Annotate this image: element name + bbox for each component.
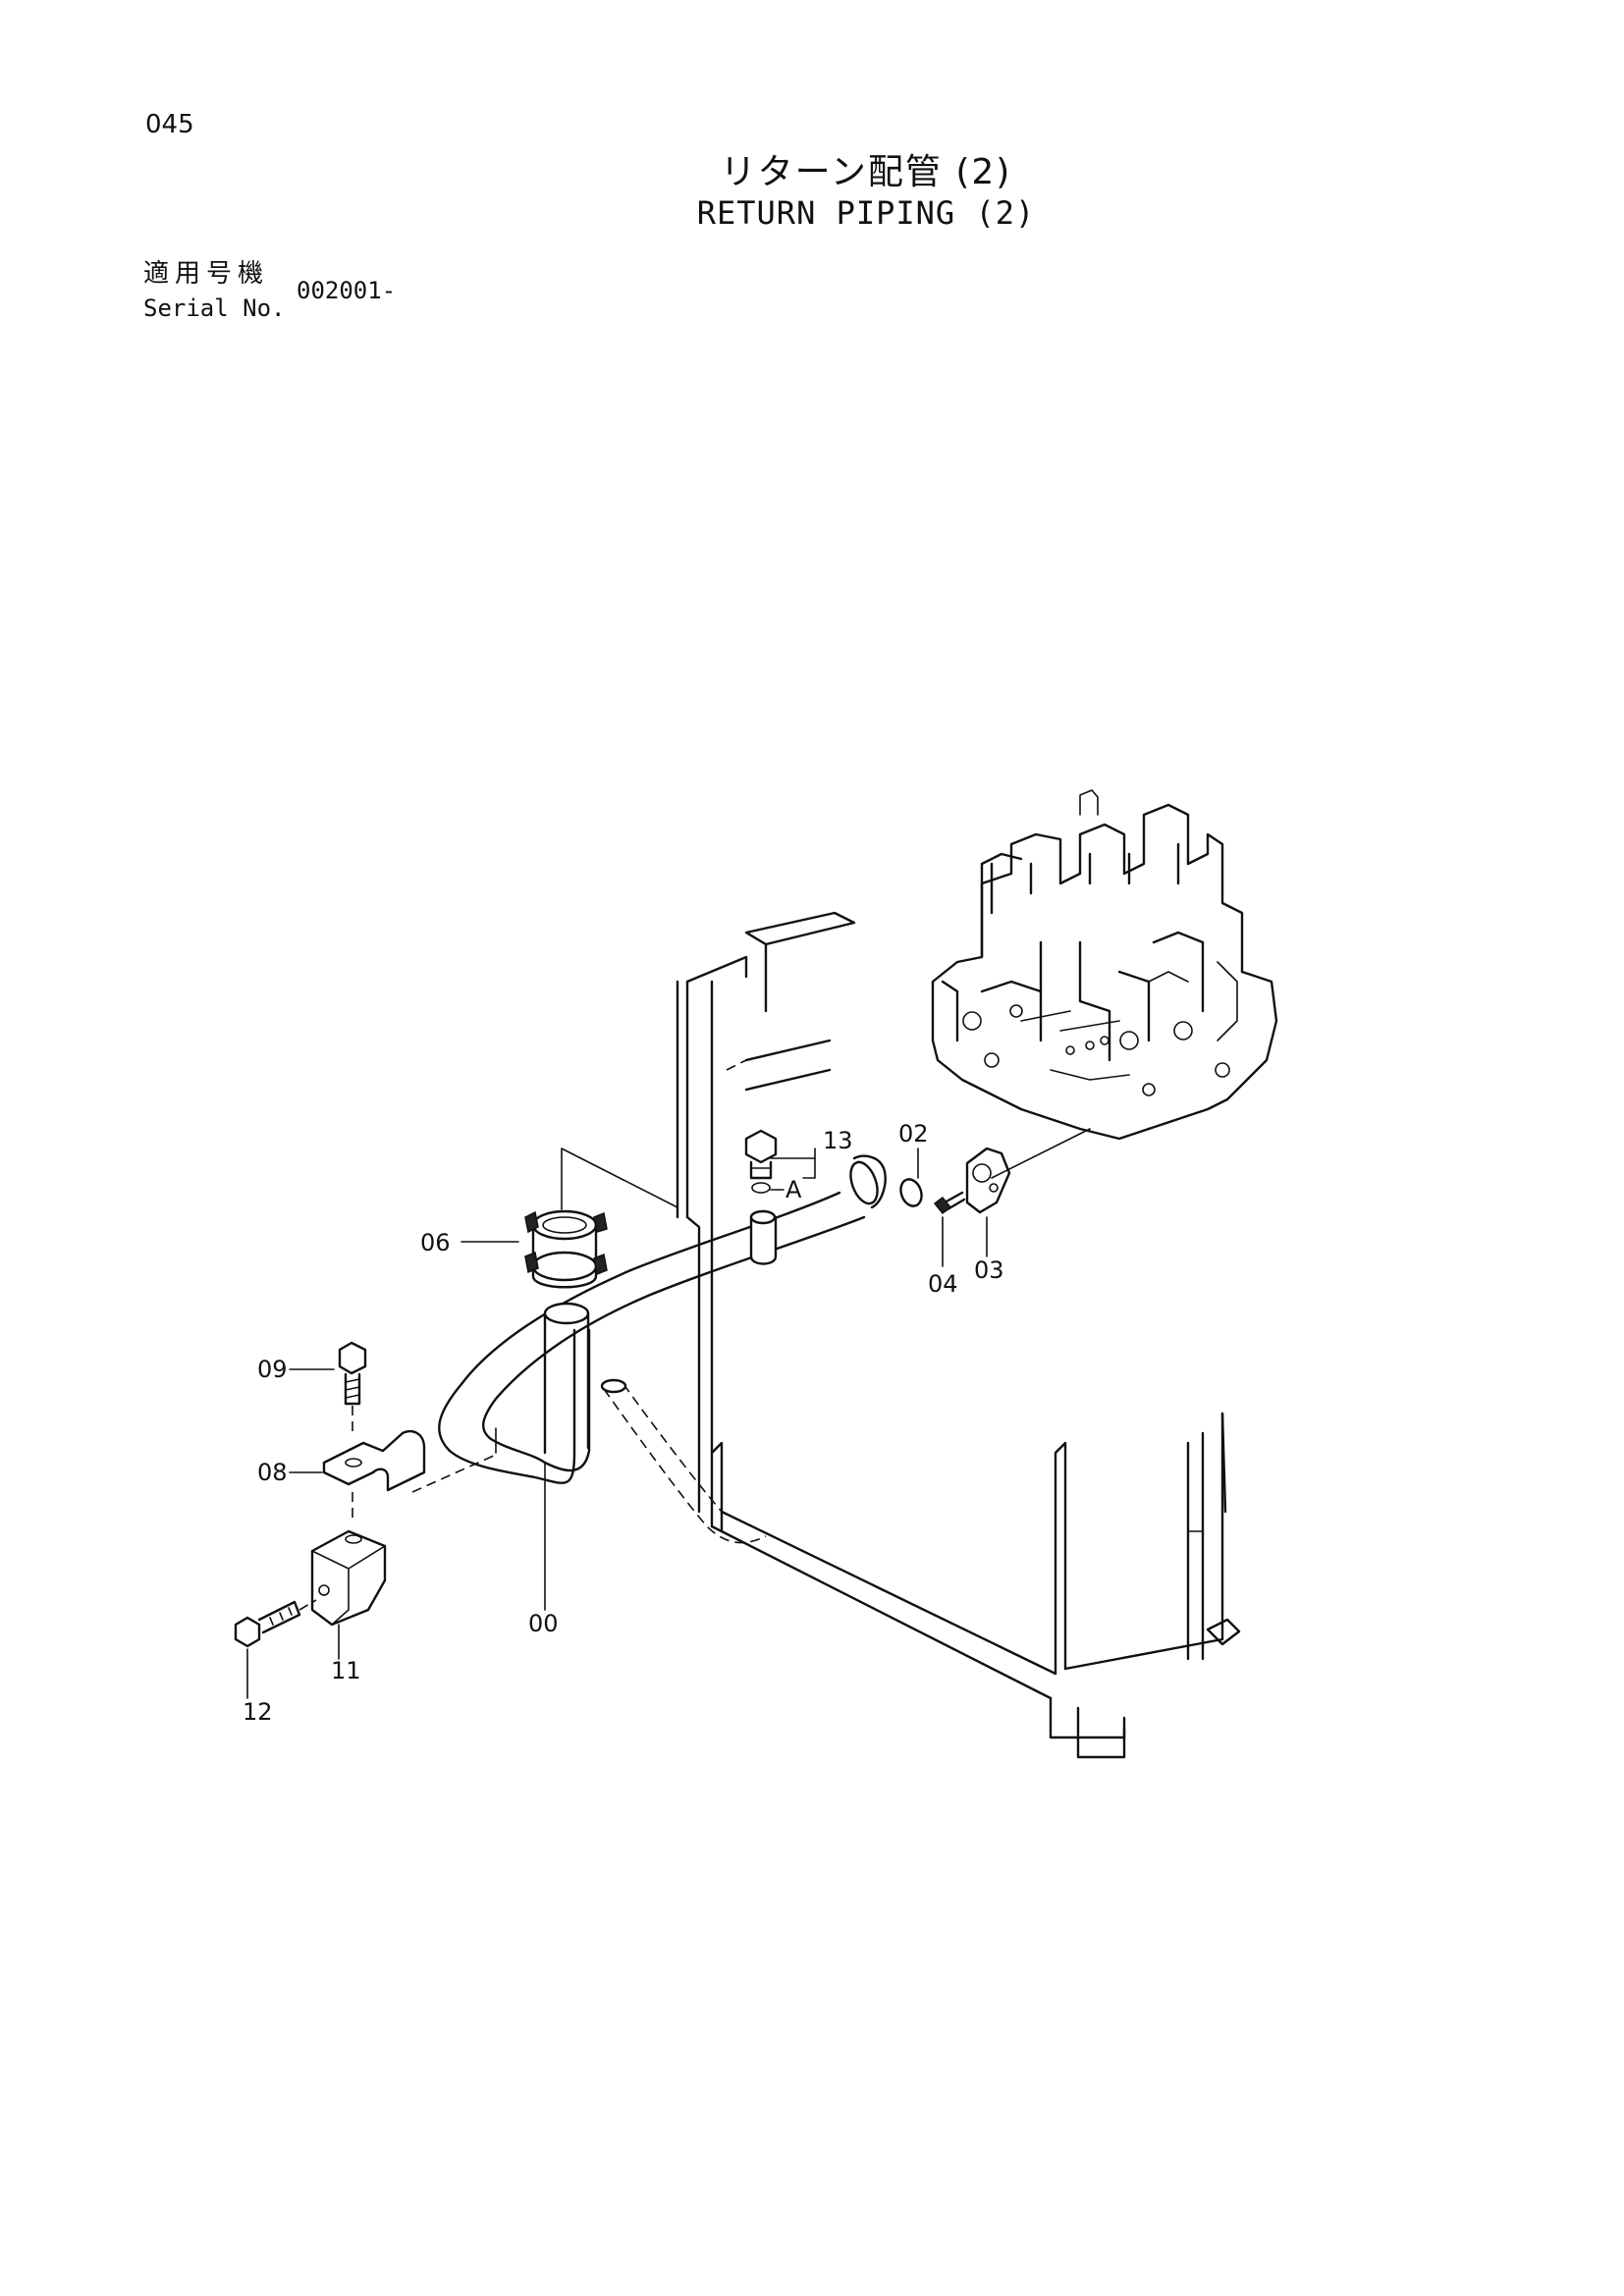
serial-number-value: 002001- (297, 277, 397, 304)
flange-03-assembly (899, 1128, 1091, 1267)
callout-02: 02 (898, 1120, 929, 1148)
clamp-08 (289, 1429, 497, 1522)
page-title-japanese: リターン配管 (2) (720, 152, 1012, 192)
callout-11: 11 (331, 1657, 361, 1684)
page-number: 045 (145, 110, 194, 139)
callout-03: 03 (974, 1256, 1004, 1284)
bolt-09 (289, 1341, 367, 1433)
callout-08: 08 (257, 1459, 288, 1486)
control-valve-assembly (931, 789, 1278, 1141)
page-title-english: RETURN PIPING (2) (696, 194, 1036, 232)
callout-12: 12 (243, 1698, 273, 1726)
serial-label-english: Serial No. (143, 294, 286, 322)
hydraulic-tank-frame (676, 911, 1241, 1759)
callout-09: 09 (257, 1356, 288, 1383)
callout-group-a: A (785, 1176, 802, 1203)
callout-04: 04 (928, 1270, 958, 1298)
return-pipe-00 (438, 1154, 887, 1484)
tank-return-pipe (600, 1378, 767, 1544)
bolt-12 (234, 1599, 317, 1699)
callout-00: 00 (528, 1610, 559, 1637)
plug-13-assembly (744, 1129, 816, 1265)
callout-06: 06 (420, 1229, 451, 1256)
band-clamp-06 (460, 1148, 678, 1289)
serial-label-japanese: 適用号機 (143, 259, 270, 289)
callout-13: 13 (823, 1127, 853, 1154)
clamp-block-11 (310, 1529, 387, 1660)
